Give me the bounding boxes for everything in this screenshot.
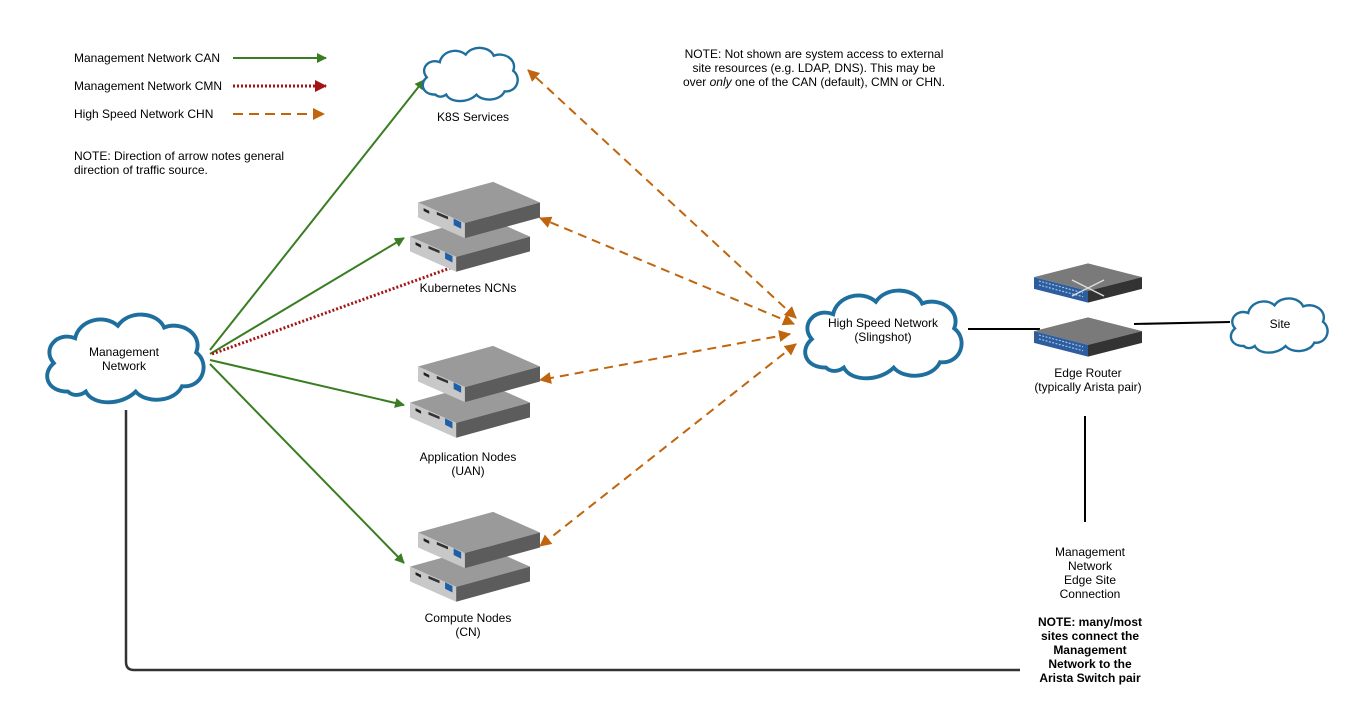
compute-nodes-label2: (CN) (455, 625, 480, 639)
top-note-line2: site resources (e.g. LDAP, DNS). This ma… (693, 61, 936, 75)
compute-nodes-node: Compute Nodes (CN) (410, 511, 540, 639)
server-stack-icon (410, 345, 540, 438)
management-network-node: Management Network (47, 315, 203, 403)
router-site-link (1133, 321, 1231, 325)
legend-note-line1: NOTE: Direction of arrow notes general (74, 149, 284, 163)
server-stack-icon (410, 181, 540, 272)
legend-chn-label: High Speed Network CHN (74, 107, 213, 121)
edge-note-bold2: sites connect the (1041, 629, 1139, 643)
can-link-ncn (209, 237, 405, 355)
kubernetes-ncns-label: Kubernetes NCNs (420, 281, 517, 295)
top-note-line1: NOTE: Not shown are system access to ext… (685, 47, 944, 61)
management-edge-link (124, 410, 1020, 672)
top-note-line3: over only one of the CAN (default), CMN … (683, 75, 945, 89)
chn-links (527, 69, 797, 547)
legend-can-label: Management Network CAN (74, 51, 220, 65)
edge-note-bold5: Arista Switch pair (1039, 671, 1141, 685)
legend-note-line2: direction of traffic source. (74, 163, 208, 177)
k8s-services-node: K8S Services (421, 46, 519, 124)
can-link-uan (209, 359, 405, 408)
kubernetes-ncns-node: Kubernetes NCNs (410, 181, 540, 295)
application-nodes-label2: (UAN) (451, 464, 484, 478)
can-links (209, 79, 425, 564)
management-network-label2: Network (102, 359, 147, 373)
chn-link-uan (539, 330, 791, 384)
can-link-cn (209, 363, 405, 564)
legend-cmn-label: Management Network CMN (74, 79, 222, 93)
cmn-link-ncn (211, 256, 479, 356)
edge-note-line4: Connection (1060, 587, 1121, 601)
router-switch-icon (1034, 262, 1142, 358)
edge-router-node: Edge Router (typically Arista pair) (1034, 262, 1142, 394)
chn-link-ncn (539, 216, 795, 326)
application-nodes-node: Application Nodes (UAN) (410, 345, 540, 478)
edge-router-label1: Edge Router (1054, 366, 1121, 380)
server-stack-icon (410, 511, 540, 602)
can-link-k8s (209, 79, 425, 351)
legend: Management Network CAN Management Networ… (74, 51, 327, 177)
management-network-label1: Management (89, 345, 160, 359)
high-speed-network-label1: High Speed Network (828, 316, 939, 330)
edge-site-note: Management Network Edge Site Connection … (1038, 545, 1142, 685)
edge-note-line1: Management (1055, 545, 1126, 559)
compute-nodes-label1: Compute Nodes (425, 611, 512, 625)
high-speed-network-node: High Speed Network (Slingshot) (803, 288, 964, 381)
site-label: Site (1270, 317, 1291, 331)
edge-note-line3: Edge Site (1064, 573, 1116, 587)
chn-link-k8s (527, 69, 797, 319)
cloud-icon (421, 46, 519, 103)
edge-note-bold4: Network to the (1048, 657, 1132, 671)
application-nodes-label1: Application Nodes (420, 450, 517, 464)
site-node: Site (1229, 297, 1329, 354)
chn-link-cn (539, 343, 797, 547)
edge-router-label2: (typically Arista pair) (1034, 380, 1141, 394)
edge-note-bold3: Management (1053, 643, 1126, 657)
edge-note-bold1: NOTE: many/most (1038, 615, 1142, 629)
top-note: NOTE: Not shown are system access to ext… (683, 47, 945, 89)
k8s-services-label: K8S Services (437, 110, 509, 124)
high-speed-network-label2: (Slingshot) (854, 330, 911, 344)
edge-note-line2: Network (1068, 559, 1113, 573)
